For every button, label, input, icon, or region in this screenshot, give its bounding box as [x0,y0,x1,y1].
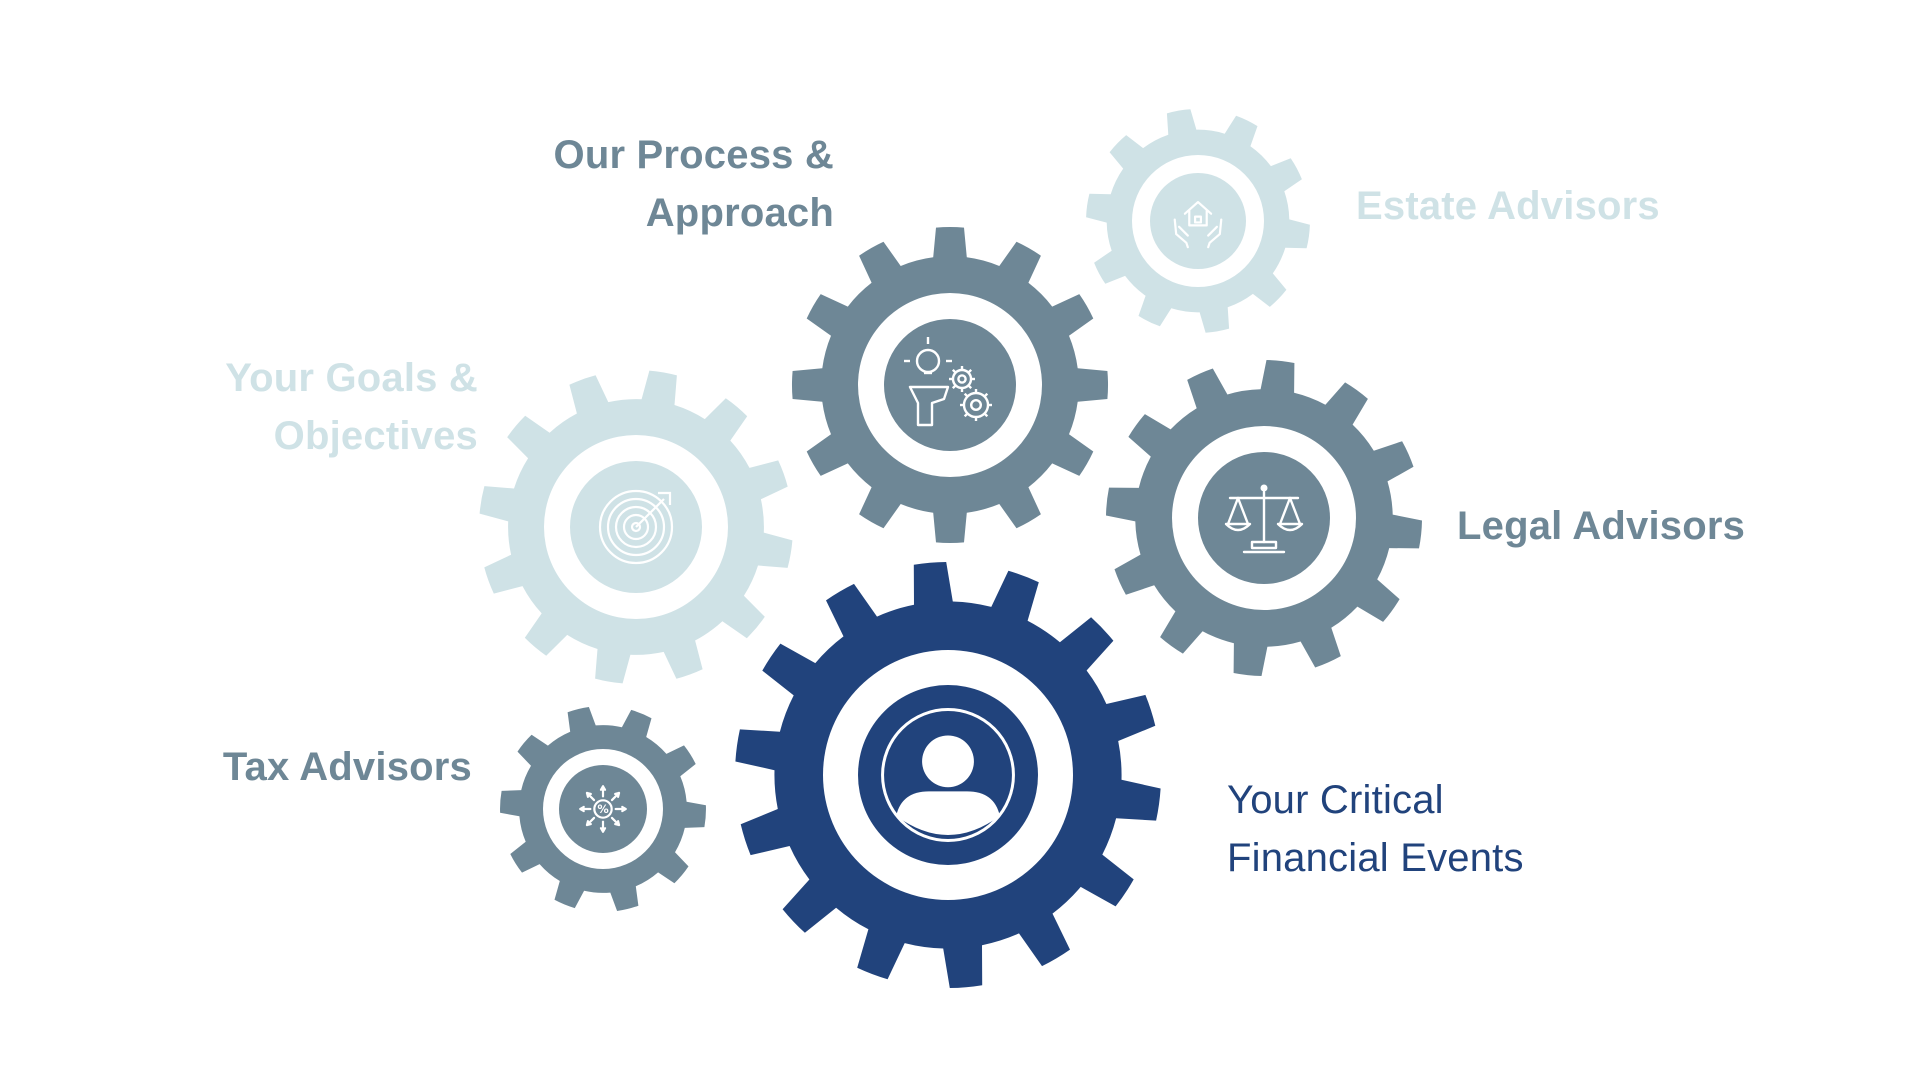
svg-text:%: % [597,802,608,816]
label-tax-advisors: Tax Advisors [222,745,472,789]
label-your-goals-objectives: Your Goals & Objectives [225,356,478,458]
gear-tax: % [500,707,706,911]
gear-legal [1106,360,1422,676]
percent-arrows-icon: % [579,785,627,833]
house-in-hands-icon [1173,200,1223,249]
target-icon [598,489,674,565]
gear-goals [479,370,793,684]
label-legal-advisors: Legal Advisors [1457,504,1746,548]
label-our-process-approach: Our Process & Approach [553,133,834,235]
gear-critical [735,562,1161,988]
lightbulb-head-gears-icon [904,337,992,427]
label-estate-advisors: Estate Advisors [1356,184,1660,228]
scales-of-justice-icon [1224,484,1304,554]
user-profile-icon [881,708,1015,842]
gear-estate [1086,109,1310,333]
gear-estate-hub [1150,173,1246,269]
gear-process-hub [884,319,1016,451]
gear-tax-hub [559,765,647,853]
label-your-critical-financial-events: Your Critical Financial Events [1227,778,1524,880]
gear-process [791,226,1109,544]
